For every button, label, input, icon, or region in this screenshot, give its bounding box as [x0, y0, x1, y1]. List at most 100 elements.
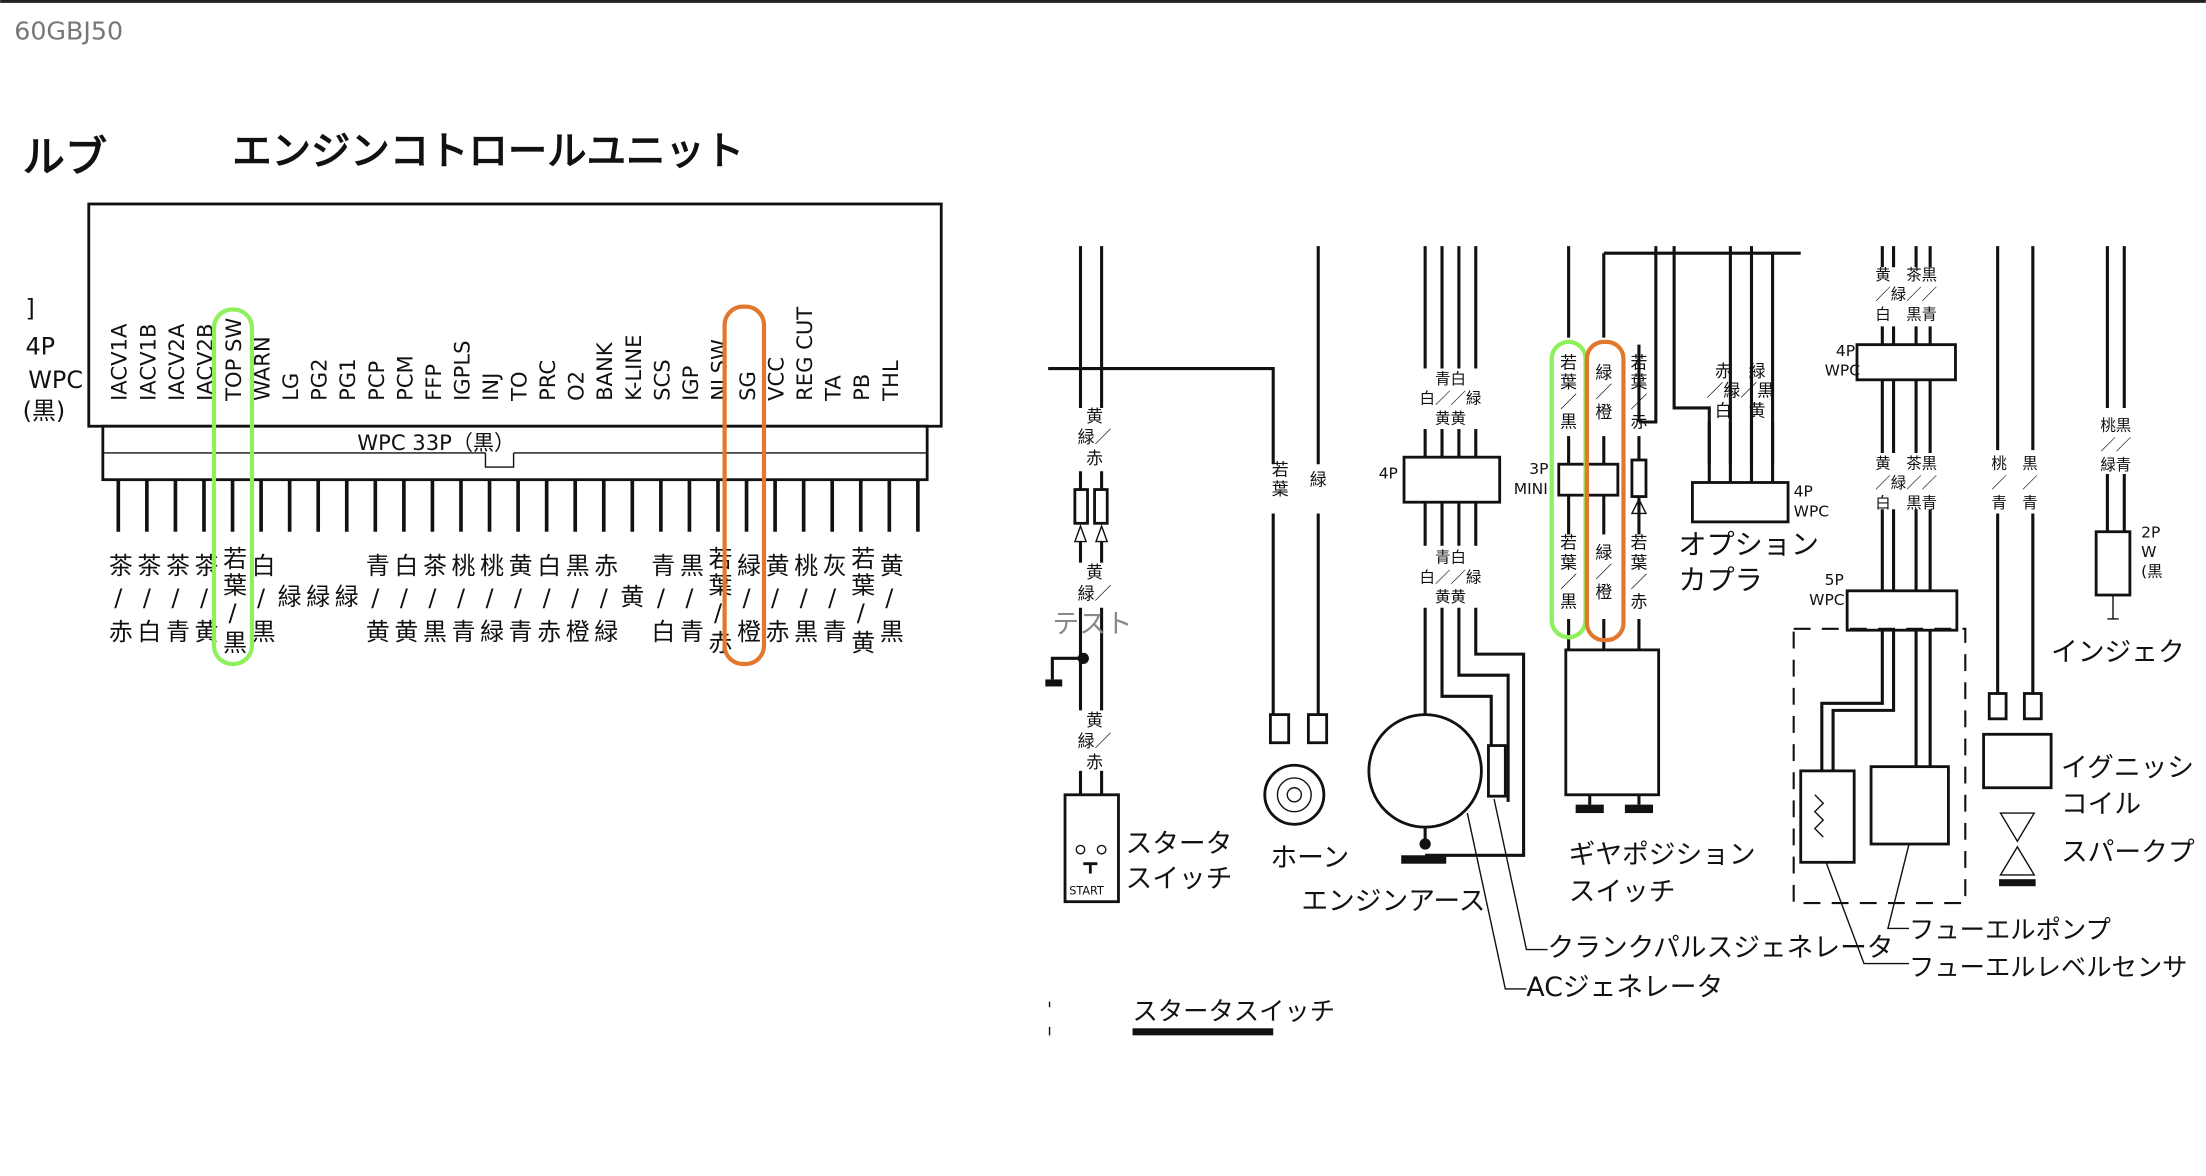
pin-label: TOP SW: [221, 318, 246, 402]
acgen-conn-label: 4P: [1379, 464, 1398, 482]
starter-switch-box: [1063, 793, 1120, 904]
ac-generator-icon: [1367, 713, 1483, 829]
ground-icon: [1999, 879, 2036, 887]
fuel-pump-icon: [1869, 765, 1950, 846]
pin-label: INJ: [478, 373, 503, 401]
wire-color: 桃/緑: [476, 553, 504, 650]
fuel-conn1-2: WPC: [1825, 362, 1860, 380]
pin-label: VCC: [764, 357, 789, 401]
gear-wire-label: 橙: [1595, 582, 1612, 602]
inj-wire-label: 緑青: [2100, 456, 2131, 474]
fuel-5p-connector: [1845, 589, 1959, 632]
ignition-coil: イグニッシ コイル スパークプ: [1982, 246, 2195, 887]
starter-circuit: START スタータ スイッチ テスト: [1045, 246, 1275, 904]
ignition-coil-icon: [1982, 732, 2053, 790]
wire-color: 灰/青: [818, 553, 846, 650]
horn: ホーン: [1263, 246, 1349, 874]
document-title: 60GBJ50: [14, 15, 123, 45]
fuel-sensor-label: フューエルレベルセンサ: [1909, 952, 2187, 982]
left-connector-text: 4P: [25, 332, 55, 360]
wire-color: 黄: [620, 583, 644, 611]
option-wire-label: 白 黄: [1715, 400, 1766, 420]
horn-icon: [1263, 763, 1326, 826]
pin-label: PCP: [364, 361, 389, 401]
gear-switch-box: [1564, 648, 1661, 797]
injector-label: インジェク: [2051, 637, 2185, 668]
fuel-wire-label: ／緑／／: [1875, 286, 1937, 304]
wire-color: 黄/青: [504, 553, 532, 650]
ign-wire-label: 青 青: [1991, 494, 2037, 512]
wire-color: 茶/黒: [418, 553, 446, 650]
pin-label: FFP: [421, 364, 446, 401]
starter-wire-label: 黄: [1086, 406, 1103, 426]
option-name-2: カプラ: [1678, 563, 1762, 596]
option-name-1: オプション: [1678, 528, 1819, 561]
fuel-wire-label: 黄 茶黒: [1875, 454, 1937, 472]
left-connector-text: WPC: [28, 366, 83, 394]
gear-wire-label: 葉: [1560, 372, 1577, 392]
pin-label: IACV2A: [164, 323, 189, 401]
pin-label: PB: [849, 374, 874, 401]
wire-color: 青/白: [647, 553, 675, 650]
gear-name-2: スイッチ: [1569, 876, 1676, 907]
injector-2p-connector: [2094, 530, 2132, 597]
starter-wire-label: 赤: [1086, 752, 1103, 772]
highlight-gear-orange: [1584, 339, 1626, 643]
pin-label: SG: [735, 371, 760, 401]
option-wire-label: 赤 緑: [1715, 361, 1766, 381]
pin-label: SCS: [649, 359, 674, 401]
ground-icon: [1624, 804, 1654, 814]
pin-label: O2: [564, 371, 589, 401]
wire-color: 茶/青: [161, 553, 189, 650]
ign-wire-label: ／ ／: [1991, 474, 2037, 492]
gear-wire-label: ／: [1595, 562, 1612, 582]
wire-color: 若葉/黄: [847, 546, 875, 657]
pin-label: IGPLS: [449, 340, 474, 400]
bottom-section-title: スタータスイッチ: [1133, 996, 1336, 1026]
fuel-unit-dashed-box: [1792, 627, 1967, 905]
ecu-connector-label: WPC 33P（黒）: [357, 430, 515, 455]
wire-color: 緑/橙: [733, 553, 761, 650]
option-conn-1: 4P: [1794, 483, 1813, 501]
fuel-wire-label: 白 黒青: [1875, 494, 1937, 512]
pin-label: TO: [507, 371, 532, 402]
gear-conn-label-1: 3P: [1529, 460, 1548, 478]
fuel-pump-label: フューエルポンプ: [1909, 914, 2111, 944]
wire-color: 若葉/赤: [704, 546, 732, 657]
bottom-table-header: [1132, 1028, 1274, 1036]
option-4p-connector: [1691, 481, 1790, 524]
wire-color: 茶/白: [133, 553, 161, 650]
wire-color: 黒/橙: [561, 553, 589, 650]
pin-label: PCM: [392, 355, 417, 401]
gear-wire-label: 葉: [1631, 372, 1648, 392]
fuel-conn1-1: 4P: [1836, 342, 1855, 360]
horn-wire-label: 葉: [1272, 479, 1289, 499]
test-label: テスト: [1052, 609, 1132, 640]
gear-wire-label: 緑: [1595, 542, 1612, 562]
acgen-wire-label: 青白: [1435, 549, 1466, 567]
gear-wire-label: 若: [1631, 353, 1648, 373]
starter-wire-label: 赤: [1086, 448, 1103, 468]
starter-name-2: スイッチ: [1126, 864, 1233, 895]
start-label: START: [1069, 885, 1104, 898]
wire-color: 桃/青: [447, 553, 475, 650]
fuel-level-sensor-icon: [1799, 769, 1856, 864]
gear-name-1: ギヤポジション: [1569, 840, 1756, 871]
starter-connector-right: [1093, 488, 1109, 525]
injector: 2P W (黒 インジェク: [2051, 246, 2185, 668]
inj-wire-label: ／／: [2100, 436, 2131, 454]
wire-color: 黒/青: [675, 553, 703, 650]
horn-wire-label: 緑: [1310, 469, 1327, 489]
pin-label: REG CUT: [792, 307, 817, 401]
crank-pulse-label: クランクパルスジェネレータ: [1548, 933, 1894, 964]
starter-wire-label: 緑／: [1078, 583, 1112, 603]
engine-ground-icon: [1401, 855, 1447, 864]
pin-label: IGP: [678, 366, 703, 401]
ign-wire-label: 桃 黒: [1991, 454, 2037, 472]
gear-conn-label-2: MINI: [1514, 480, 1548, 498]
gear-wire-label: ／: [1595, 382, 1612, 402]
fuel-4p-connector: [1855, 343, 1957, 382]
